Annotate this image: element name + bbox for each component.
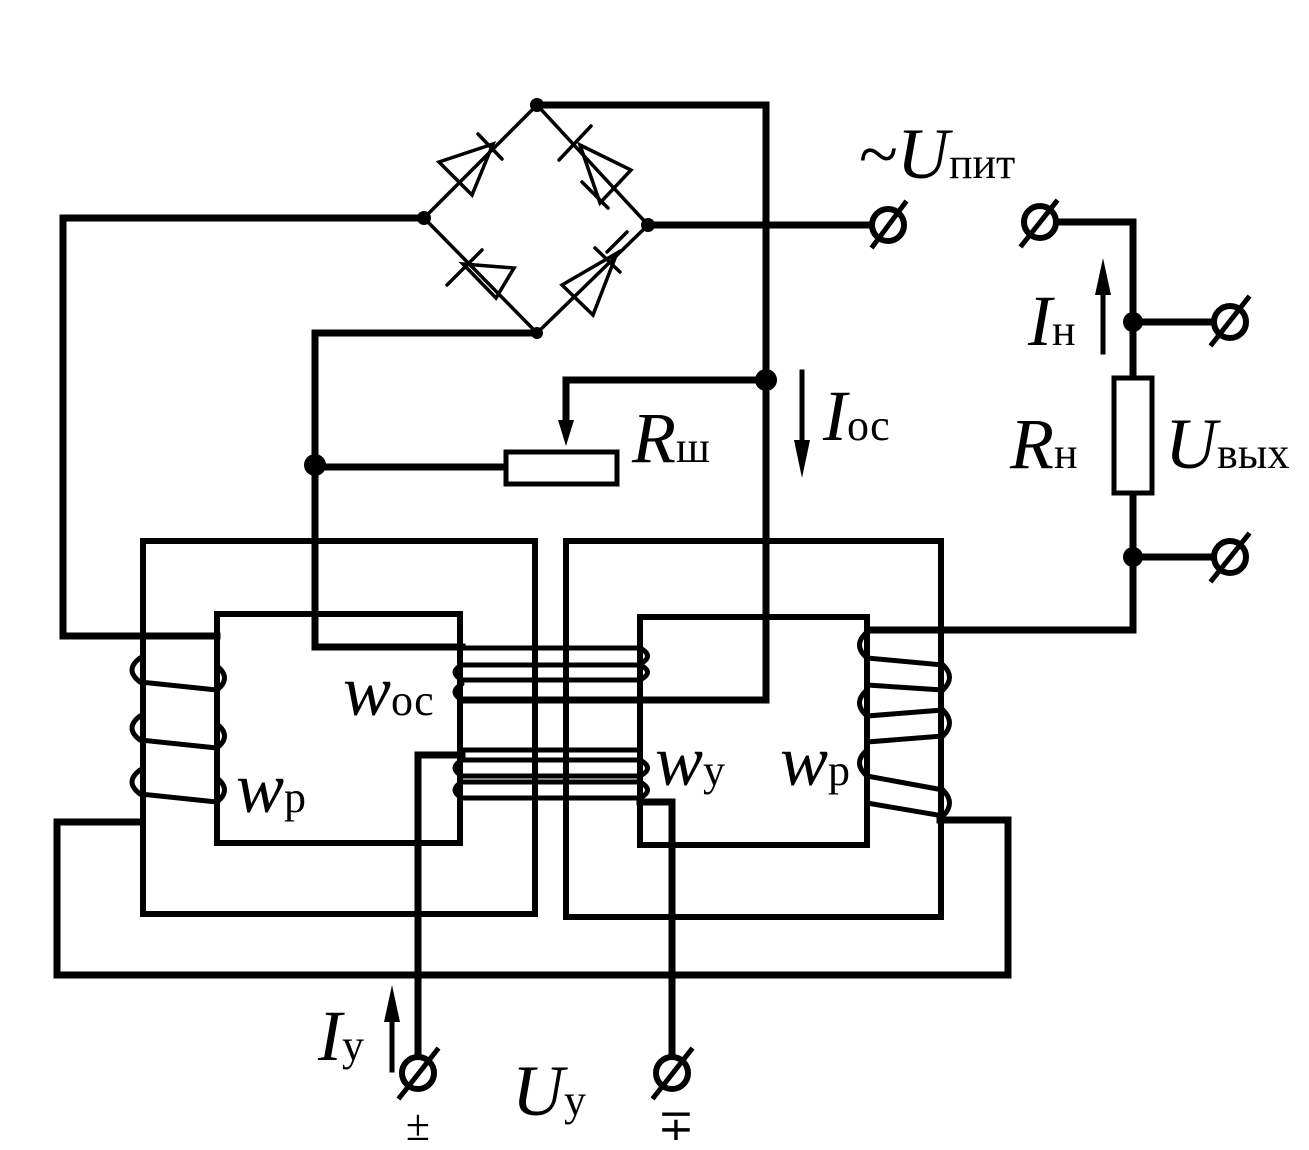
node-load-top bbox=[1123, 312, 1143, 332]
winding-feedback bbox=[452, 645, 650, 703]
wire-feedback-right bbox=[459, 101, 770, 704]
node-shunt-tap bbox=[755, 369, 777, 391]
wiring bbox=[53, 101, 1214, 1056]
diode-upper-left bbox=[435, 132, 504, 199]
resistor-load bbox=[1111, 375, 1155, 496]
shunt-slider-arrow bbox=[558, 420, 574, 446]
resistor-shunt bbox=[503, 449, 620, 487]
label-u-out: Uвых bbox=[1165, 404, 1289, 484]
label-i-control: Iу bbox=[317, 996, 364, 1076]
terminal-control-2[interactable] bbox=[650, 1046, 695, 1101]
terminal-out-2[interactable] bbox=[1208, 531, 1252, 584]
terminal-control-1[interactable] bbox=[396, 1046, 441, 1101]
label-polarity-left: ± bbox=[406, 1101, 430, 1150]
terminal-supply-1[interactable] bbox=[869, 199, 909, 250]
winding-right-work bbox=[857, 629, 952, 819]
diode-bridge bbox=[417, 98, 655, 339]
wire-bottom-loop bbox=[53, 816, 1012, 979]
label-u-control: Uу bbox=[512, 1051, 586, 1131]
label-w-feedback: wос bbox=[343, 651, 434, 731]
label-w-control: wу bbox=[655, 721, 725, 801]
node-shunt-left bbox=[304, 454, 326, 476]
terminal-out-1[interactable] bbox=[1208, 294, 1252, 348]
label-r-load: Rн bbox=[1009, 404, 1078, 484]
label-i-feedback: Iос bbox=[822, 376, 890, 456]
label-i-load: Iн bbox=[1027, 281, 1076, 361]
wire-control-left bbox=[414, 751, 466, 1056]
bridge-frame bbox=[421, 103, 651, 336]
diode-lower-right bbox=[559, 230, 629, 319]
arrow-control-current bbox=[384, 985, 400, 1073]
wire-shunt-tap bbox=[562, 376, 770, 424]
arrow-feedback-current bbox=[794, 369, 810, 478]
arrow-load-current bbox=[1095, 258, 1111, 355]
node-load-bottom bbox=[1123, 547, 1143, 567]
right-core bbox=[563, 538, 944, 920]
label-u-supply: ~Uпит bbox=[858, 114, 1015, 194]
label-w-work-left: wр bbox=[236, 748, 306, 828]
winding-left-work bbox=[129, 655, 227, 823]
diode-upper-right bbox=[557, 124, 634, 210]
left-core bbox=[140, 538, 538, 917]
diode-lower-left bbox=[445, 248, 517, 301]
wire-load-bottom bbox=[864, 491, 1137, 634]
winding-control bbox=[452, 747, 650, 801]
wire-control-right bbox=[636, 798, 676, 1056]
label-r-shunt: Rш bbox=[631, 398, 710, 478]
label-w-work-right: wр bbox=[780, 721, 850, 801]
label-polarity-right: ∓ bbox=[658, 1101, 695, 1150]
terminal-supply-2[interactable] bbox=[1018, 198, 1060, 249]
wire-left-outer bbox=[59, 214, 428, 640]
wire-feedback-left bbox=[311, 329, 541, 651]
